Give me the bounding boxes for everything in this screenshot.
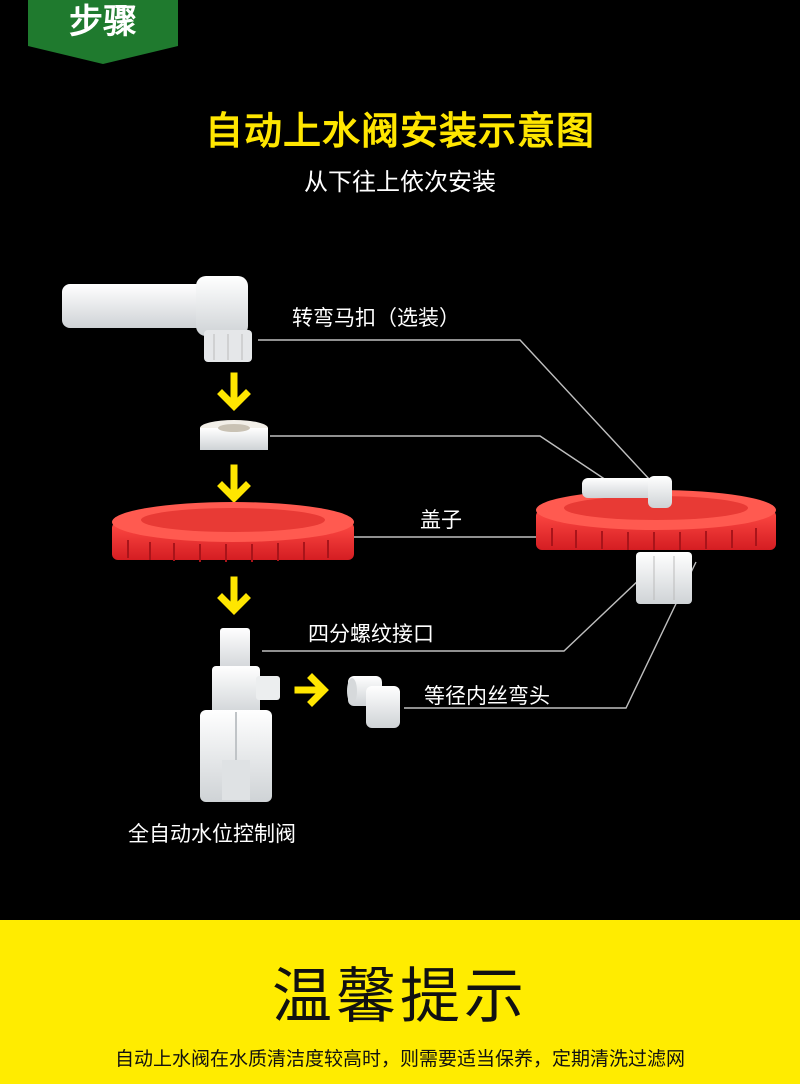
label-inner-elbow: 等径内丝弯头: [424, 684, 550, 708]
label-valve: 全自动水位控制阀: [128, 822, 296, 846]
assembled-view: [536, 476, 776, 604]
down-arrow-icon: [217, 576, 251, 615]
label-thread-port: 四分螺纹接口: [308, 622, 434, 646]
tip-panel: [0, 920, 800, 1084]
down-arrow-icon: [217, 372, 251, 411]
label-elbow-cap: 转弯马扣（选装）: [292, 306, 460, 330]
leader-lines: [258, 339, 697, 709]
page-title: 自动上水阀安装示意图: [204, 109, 595, 153]
banner-text: 步骤: [69, 2, 137, 42]
tip-text: 自动上水阀在水质清洁度较高时，则需要适当保养，定期清洗过滤网: [114, 1048, 685, 1070]
inner-elbow-part: [347, 676, 400, 728]
nut-part: [200, 420, 268, 450]
elbow-cap-part: [62, 276, 252, 362]
tip-title: 温馨提示: [272, 962, 528, 1032]
float-valve-part: [200, 628, 280, 802]
right-arrow-icon: [294, 673, 329, 707]
page-subtitle: 从下往上依次安装: [304, 168, 496, 196]
label-lid: 盖子: [420, 508, 462, 532]
down-arrow-icon: [217, 464, 251, 503]
red-lid-part: [112, 502, 354, 562]
banner-ribbon: [28, 0, 178, 64]
installation-diagram: [62, 276, 776, 802]
